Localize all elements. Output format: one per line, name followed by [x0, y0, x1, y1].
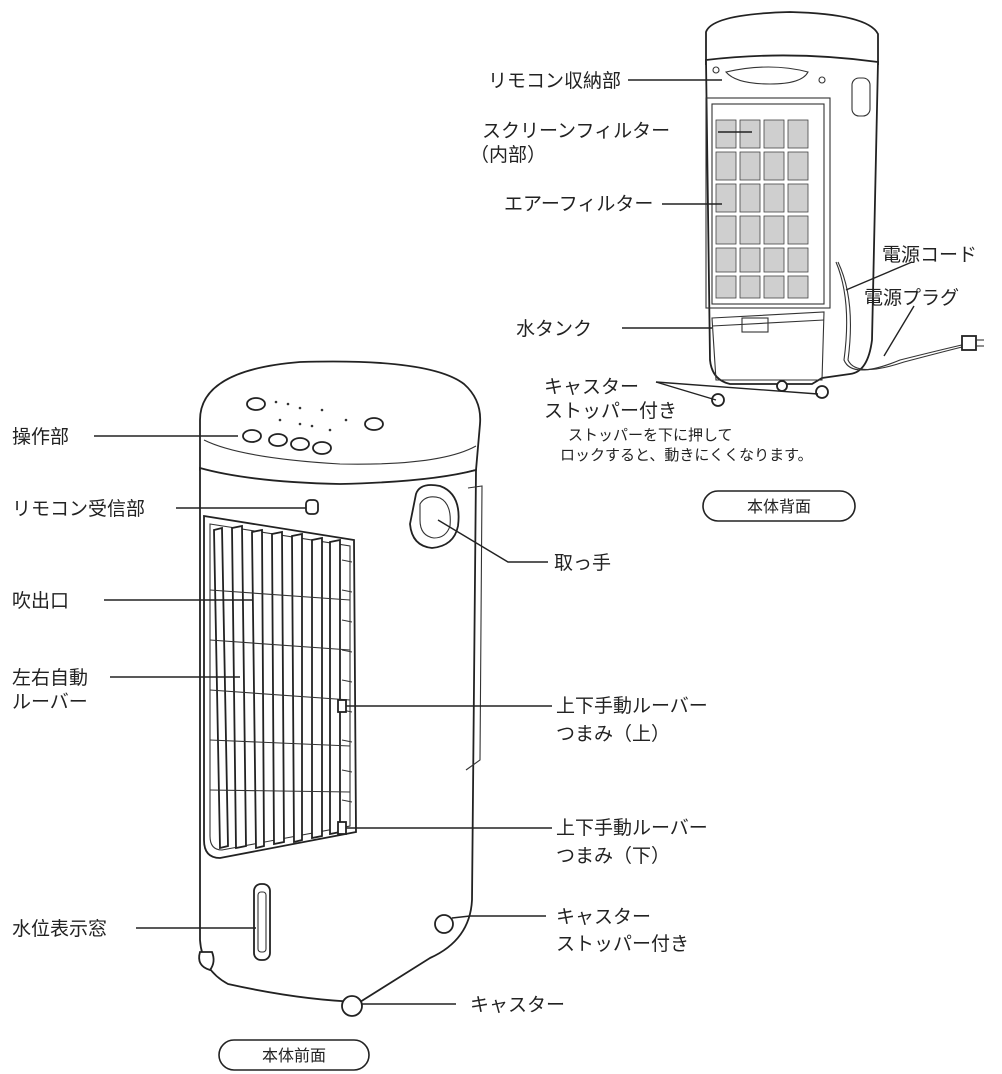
note-stopper-line2: ロックすると、動きにくくなります。 [560, 446, 813, 464]
label-water-tank: 水タンク [516, 318, 592, 340]
back-caption: 本体背面 [747, 497, 811, 516]
label-handle: 取っ手 [554, 552, 611, 574]
label-air-filter: エアーフィルター [504, 193, 653, 215]
label-air-outlet: 吹出口 [12, 590, 69, 612]
label-front-caster: キャスター [556, 906, 651, 928]
label-front-caster-stopper: ストッパー付き [556, 933, 689, 955]
front-louvers [209, 524, 353, 850]
leader-power-cord [845, 261, 913, 291]
leader-front-caster-stopper [451, 915, 546, 919]
label-water-window: 水位表示窓 [12, 918, 107, 940]
label-remote-storage: リモコン収納部 [488, 70, 621, 92]
label-lower-knob: 上下手動ルーバー [556, 817, 708, 839]
label-lower-knob-sub: つまみ（下） [556, 845, 670, 867]
label-power-plug: 電源プラグ [864, 287, 959, 309]
label-screen-filter-sub: （内部） [470, 144, 546, 166]
leader-back-caster-stopper-b [655, 381, 819, 395]
label-caster: キャスター [470, 994, 565, 1016]
leader-handle [437, 519, 548, 563]
label-upper-knob-sub: つまみ（上） [556, 723, 670, 745]
label-auto-louver: 左右自動 [12, 667, 88, 689]
front-caption-frame [218, 1039, 370, 1071]
label-remote-receiver: リモコン受信部 [12, 498, 145, 520]
leader-back-caster-stopper-a [655, 381, 717, 401]
back-caption-frame [702, 490, 856, 522]
label-back-caster-stopper: ストッパー付き [544, 400, 677, 422]
label-screen-filter: スクリーンフィルター [482, 120, 670, 142]
label-upper-knob: 上下手動ルーバー [556, 695, 708, 717]
note-stopper-line1: ストッパーを下に押して [568, 426, 733, 444]
back-water-tank-illustration [711, 261, 984, 407]
label-power-cord: 電源コード [882, 244, 977, 266]
label-back-caster: キャスター [544, 376, 639, 398]
air-filter-mesh [715, 119, 809, 299]
label-auto-louver-sub: ルーバー [12, 691, 88, 713]
label-control-panel: 操作部 [12, 426, 69, 448]
front-control-buttons [242, 397, 384, 455]
leader-power-plug [883, 305, 915, 357]
front-caption: 本体前面 [262, 1046, 326, 1065]
